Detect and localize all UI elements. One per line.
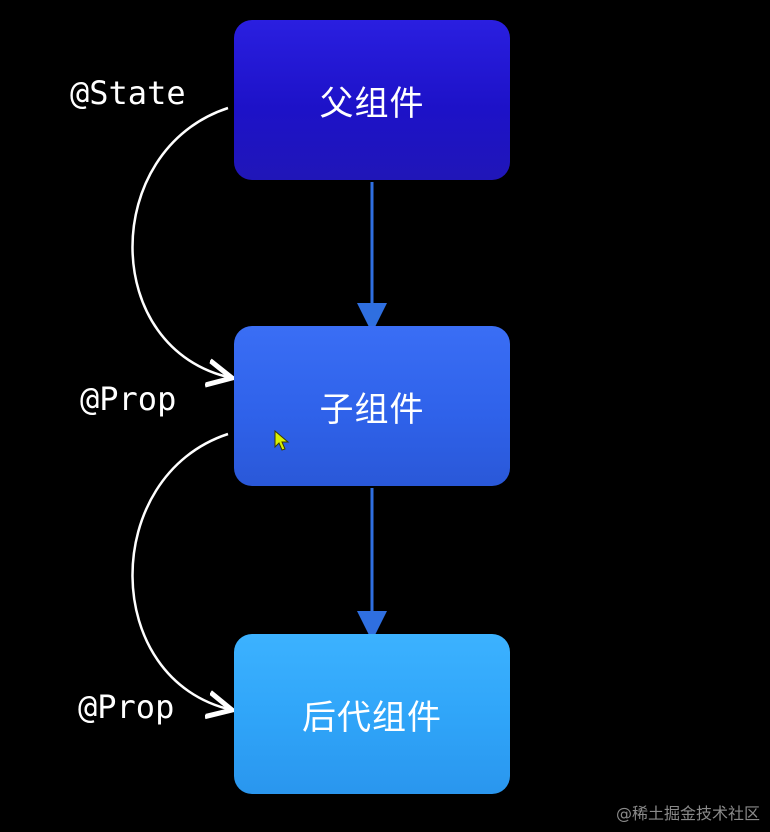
child-component-label: 子组件 bbox=[319, 389, 425, 430]
mouse-cursor-icon bbox=[274, 430, 290, 451]
state-decorator-label: @State bbox=[70, 74, 186, 112]
prop-decorator-label-descendant: @Prop bbox=[78, 688, 175, 726]
parent-component-node: 父组件 bbox=[234, 20, 510, 180]
curve-prop-to-prop bbox=[131, 432, 232, 710]
descendant-component-node: 后代组件 bbox=[234, 634, 510, 794]
child-component-node: 子组件 bbox=[234, 326, 510, 486]
parent-component-label: 父组件 bbox=[319, 83, 425, 124]
descendant-component-label: 后代组件 bbox=[302, 697, 442, 738]
watermark: @稀土掘金技术社区 bbox=[615, 804, 760, 823]
prop-decorator-label-child: @Prop bbox=[80, 380, 177, 418]
curve-state-to-prop bbox=[131, 106, 232, 378]
